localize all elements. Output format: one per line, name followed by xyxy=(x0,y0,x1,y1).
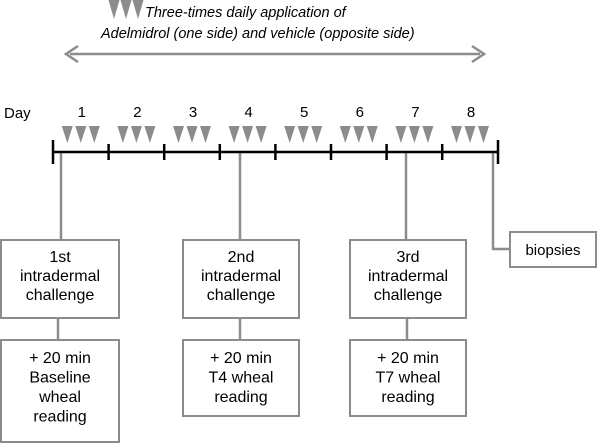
treatment-period-arrow xyxy=(63,44,487,64)
application-triangle xyxy=(339,126,351,143)
day-label: 2 xyxy=(133,104,141,121)
day-label: 5 xyxy=(300,104,308,121)
legend-line-1: Three-times daily application of xyxy=(145,5,348,21)
challenge-text-line: challenge xyxy=(207,287,276,304)
legend-triangle xyxy=(108,0,120,19)
application-triangle xyxy=(408,126,420,143)
application-triangle xyxy=(130,126,142,143)
application-triangle xyxy=(422,126,434,143)
reading-text-line: T4 wheal xyxy=(209,370,274,387)
day-axis-label: Day xyxy=(4,105,31,122)
challenge-text-line: 2nd xyxy=(228,249,255,266)
challenge-text-line: challenge xyxy=(374,287,443,304)
challenge-box xyxy=(0,239,120,319)
biopsies-box: biopsies xyxy=(509,231,597,268)
legend-triangle xyxy=(132,0,144,19)
application-triangle xyxy=(353,126,365,143)
application-triangle xyxy=(255,126,267,143)
application-triangle xyxy=(297,126,309,143)
challenge-text-line: intradermal xyxy=(201,268,281,285)
application-triangle xyxy=(395,126,407,143)
challenge-group: 2nd intradermal challenge + 20 min T4 wheal r… xyxy=(182,239,300,417)
application-triangle xyxy=(464,126,476,143)
application-triangle xyxy=(478,126,489,143)
challenge-text-line: intradermal xyxy=(20,268,100,285)
biopsies-connector xyxy=(491,152,510,251)
challenge-text-line: 1st xyxy=(49,249,71,266)
application-triangle xyxy=(61,126,73,143)
reading-text-line: T7 wheal xyxy=(376,370,441,387)
application-triangle xyxy=(117,126,129,143)
day-label: 3 xyxy=(189,104,197,121)
day-label: 1 xyxy=(78,104,86,121)
application-triangle xyxy=(88,126,100,143)
challenge-text-line: intradermal xyxy=(368,268,448,285)
daily-application-triangles xyxy=(61,126,489,143)
legend-line-2: Adelmidrol (one side) and vehicle (oppos… xyxy=(100,26,415,42)
reading-text-line: Baseline xyxy=(29,370,90,387)
reading-box xyxy=(182,339,300,417)
legend: Three-times daily application of Adelmid… xyxy=(100,0,415,42)
timeline-axis xyxy=(51,140,500,164)
reading-text-line: reading xyxy=(33,409,86,426)
application-triangle xyxy=(228,126,240,143)
reading-text-line: + 20 min xyxy=(210,350,272,367)
reading-box xyxy=(349,339,467,417)
day-labels: 1 2 3 4 5 6 7 8 xyxy=(78,104,476,121)
application-triangle xyxy=(144,126,156,143)
legend-triangle xyxy=(120,0,132,19)
challenge-text-line: 3rd xyxy=(396,249,419,266)
application-triangle xyxy=(75,126,87,143)
reading-text-line: reading xyxy=(214,389,267,406)
application-triangle xyxy=(366,126,378,143)
application-triangle xyxy=(311,126,323,143)
reading-text-line: reading xyxy=(381,389,434,406)
day-label: 7 xyxy=(411,104,419,121)
day-label: 8 xyxy=(467,104,475,121)
challenge-group: 3rd intradermal challenge + 20 min T7 wheal r… xyxy=(349,239,467,417)
application-triangle xyxy=(173,126,184,143)
challenge-box xyxy=(182,239,300,319)
reading-text-line: + 20 min xyxy=(377,350,439,367)
challenge-text-line: challenge xyxy=(26,287,95,304)
connectors xyxy=(56,152,510,340)
biopsies-label: biopsies xyxy=(525,242,580,259)
application-triangle xyxy=(242,126,254,143)
reading-text-line: + 20 min xyxy=(29,350,91,367)
legend-application-triangles xyxy=(108,0,144,19)
challenge-box xyxy=(349,239,467,319)
reading-box xyxy=(0,339,120,443)
application-triangle xyxy=(451,126,462,143)
day-label: 4 xyxy=(244,104,252,121)
application-triangle xyxy=(186,126,198,143)
application-triangle xyxy=(200,126,211,143)
reading-text-line: wheal xyxy=(38,389,81,406)
application-triangle xyxy=(284,126,296,143)
day-label: 6 xyxy=(356,104,364,121)
